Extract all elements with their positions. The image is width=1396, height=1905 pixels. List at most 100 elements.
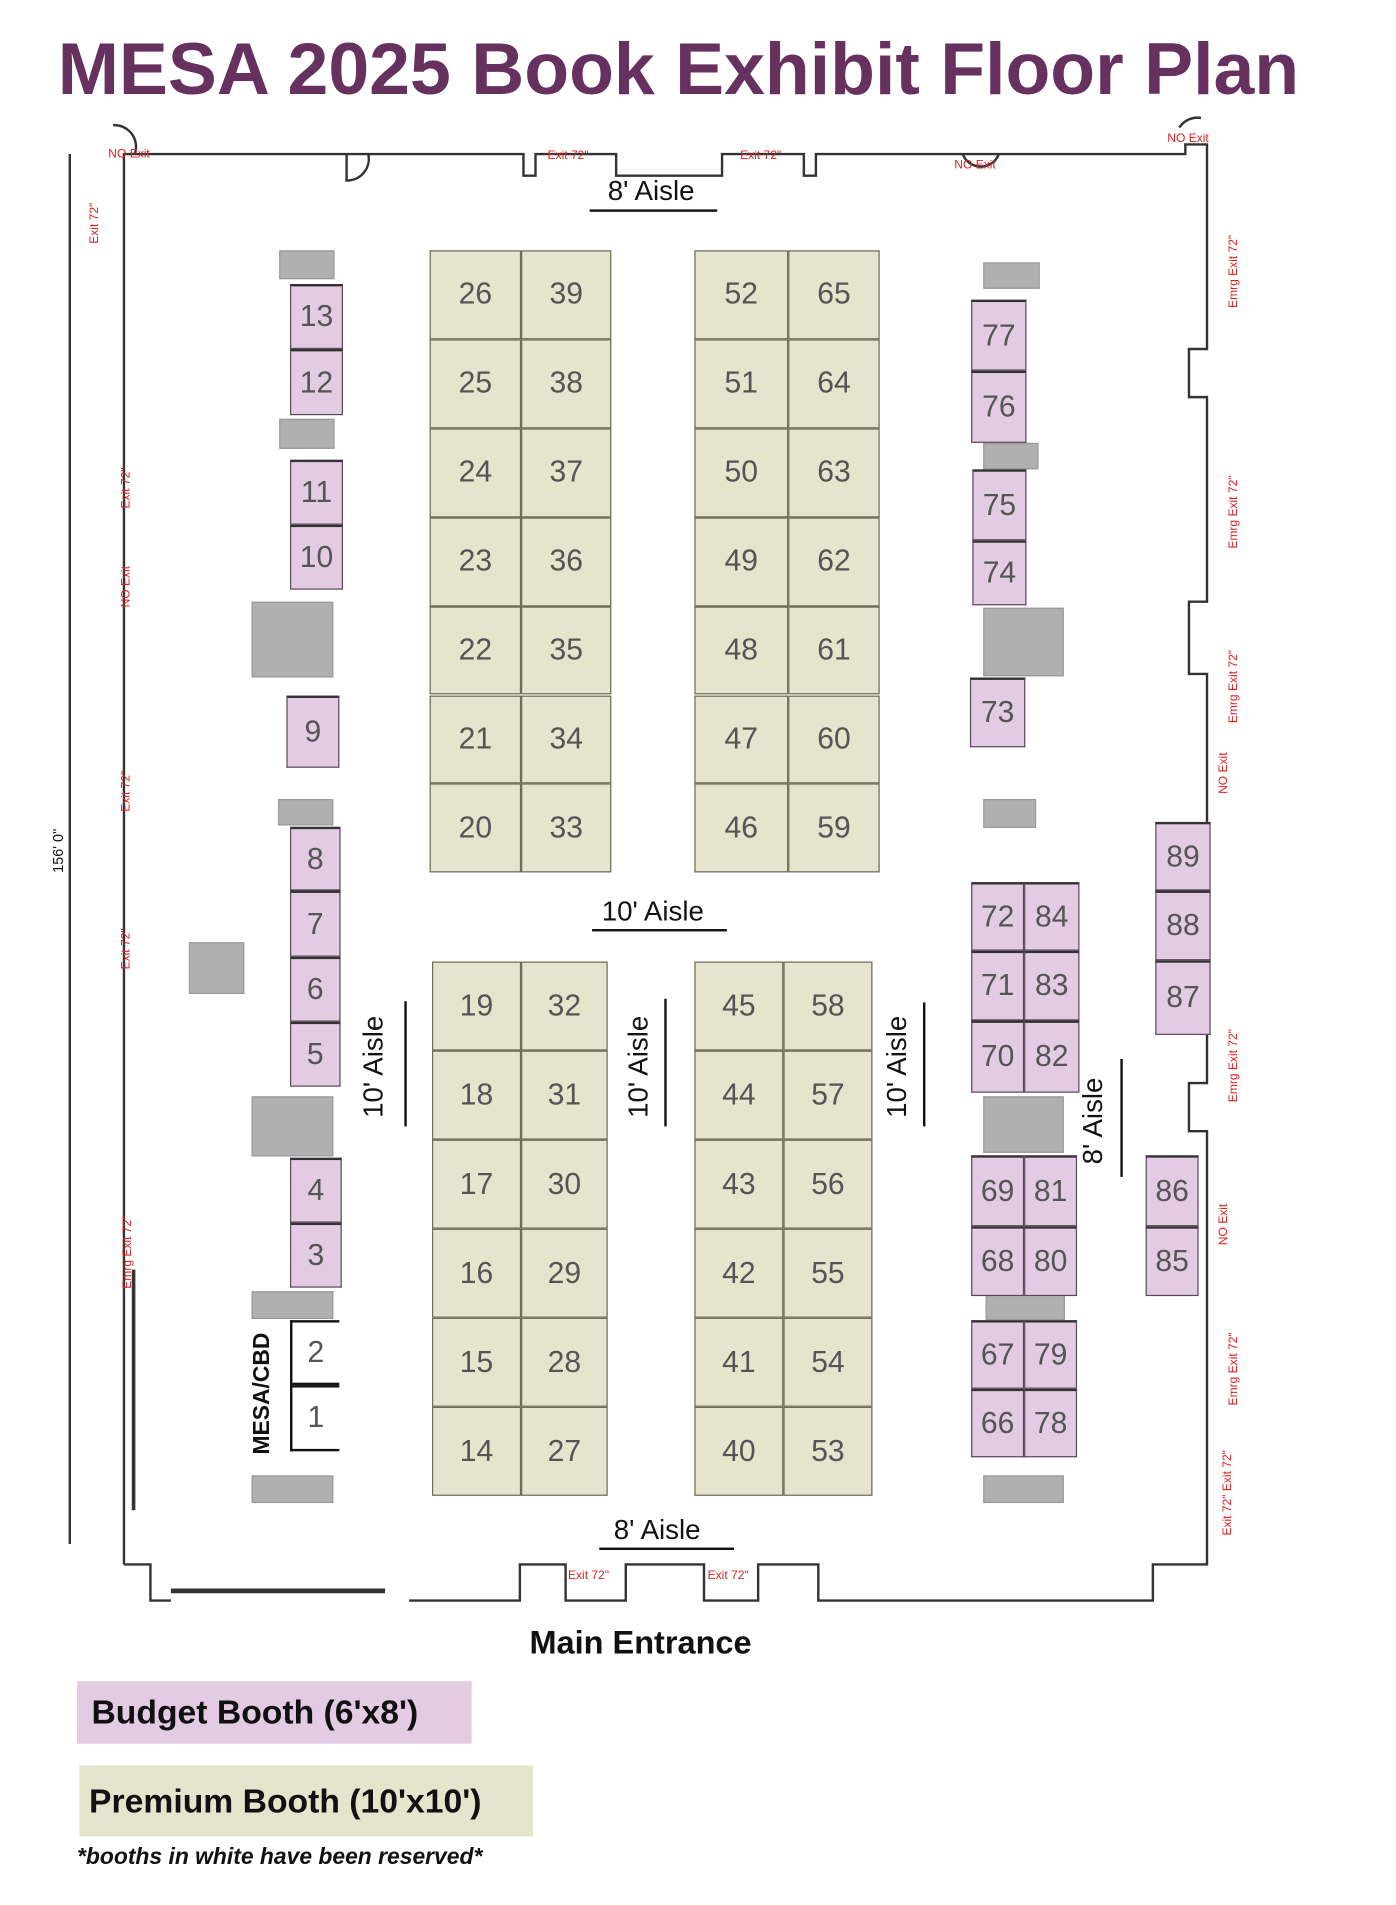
booth-11[interactable]: 11 — [290, 459, 343, 525]
booth-6[interactable]: 6 — [290, 956, 341, 1022]
booth-31[interactable]: 31 — [521, 1050, 608, 1140]
booth-47[interactable]: 47 — [694, 694, 789, 784]
booth-40[interactable]: 40 — [694, 1406, 784, 1496]
booth-44[interactable]: 44 — [694, 1050, 784, 1140]
booth-63[interactable]: 63 — [788, 428, 880, 518]
booth-54[interactable]: 54 — [783, 1317, 873, 1407]
main-entrance-label: Main Entrance — [529, 1624, 752, 1661]
aisle-middle-label: 10' Aisle — [601, 895, 704, 927]
booth-75[interactable]: 75 — [972, 469, 1027, 541]
booth-74[interactable]: 74 — [972, 540, 1027, 606]
booth-49[interactable]: 49 — [694, 517, 789, 607]
booth-76[interactable]: 76 — [971, 370, 1027, 443]
booth-66[interactable]: 66 — [971, 1388, 1025, 1458]
booth-48[interactable]: 48 — [694, 606, 789, 695]
booth-43[interactable]: 43 — [694, 1139, 784, 1229]
booth-70[interactable]: 70 — [971, 1020, 1025, 1093]
booth-41[interactable]: 41 — [694, 1317, 784, 1407]
booth-79[interactable]: 79 — [1024, 1320, 1078, 1389]
booth-64[interactable]: 64 — [788, 339, 880, 429]
booth-86[interactable]: 86 — [1145, 1155, 1199, 1227]
booth-60[interactable]: 60 — [788, 694, 880, 784]
exit-door-label: NO Exit — [108, 148, 150, 162]
booth-5[interactable]: 5 — [290, 1021, 341, 1087]
booth-73[interactable]: 73 — [969, 677, 1026, 748]
booth-77[interactable]: 77 — [971, 299, 1027, 371]
booth-42[interactable]: 42 — [694, 1228, 784, 1318]
booth-13[interactable]: 13 — [290, 284, 343, 349]
booth-1[interactable]: 1 — [290, 1385, 340, 1452]
booth-34[interactable]: 34 — [521, 694, 612, 784]
exit-door-label: Emrg Exit 72" — [121, 1215, 135, 1289]
booth-15[interactable]: 15 — [432, 1317, 522, 1407]
booth-65[interactable]: 65 — [788, 250, 880, 340]
booth-81[interactable]: 81 — [1024, 1155, 1078, 1227]
booth-25[interactable]: 25 — [429, 339, 522, 429]
booth-61[interactable]: 61 — [788, 606, 880, 695]
booth-82[interactable]: 82 — [1024, 1020, 1080, 1093]
booth-33[interactable]: 33 — [521, 783, 612, 873]
booth-21[interactable]: 21 — [429, 694, 522, 784]
booth-46[interactable]: 46 — [694, 783, 789, 873]
booth-84[interactable]: 84 — [1024, 882, 1080, 951]
booth-85[interactable]: 85 — [1145, 1226, 1199, 1297]
booth-19[interactable]: 19 — [432, 961, 522, 1051]
booth-35[interactable]: 35 — [521, 606, 612, 695]
booth-18[interactable]: 18 — [432, 1050, 522, 1140]
booth-58[interactable]: 58 — [783, 961, 873, 1051]
booth-29[interactable]: 29 — [521, 1228, 608, 1318]
booth-50[interactable]: 50 — [694, 428, 789, 518]
booth-88[interactable]: 88 — [1155, 890, 1211, 961]
booth-23[interactable]: 23 — [429, 517, 522, 607]
booth-36[interactable]: 36 — [521, 517, 612, 607]
booth-55[interactable]: 55 — [783, 1228, 873, 1318]
storage-block — [251, 1096, 334, 1157]
booth-16[interactable]: 16 — [432, 1228, 522, 1318]
booth-7[interactable]: 7 — [290, 890, 341, 957]
booth-87[interactable]: 87 — [1155, 960, 1211, 1035]
booth-83[interactable]: 83 — [1024, 950, 1080, 1021]
booth-28[interactable]: 28 — [521, 1317, 608, 1407]
booth-59[interactable]: 59 — [788, 783, 880, 873]
storage-block — [279, 418, 335, 449]
storage-block — [279, 250, 335, 280]
booth-32[interactable]: 32 — [521, 961, 608, 1051]
booth-53[interactable]: 53 — [783, 1406, 873, 1496]
booth-8[interactable]: 8 — [290, 826, 341, 891]
booth-57[interactable]: 57 — [783, 1050, 873, 1140]
booth-2[interactable]: 2 — [290, 1320, 340, 1386]
booth-69[interactable]: 69 — [971, 1155, 1025, 1227]
storage-block — [251, 601, 334, 678]
booth-38[interactable]: 38 — [521, 339, 612, 429]
booth-17[interactable]: 17 — [432, 1139, 522, 1229]
booth-71[interactable]: 71 — [971, 950, 1025, 1021]
storage-block — [188, 942, 245, 995]
booth-67[interactable]: 67 — [971, 1320, 1025, 1389]
booth-51[interactable]: 51 — [694, 339, 789, 429]
aisle-vertical-left-label: 10' Aisle — [357, 1015, 389, 1118]
booth-62[interactable]: 62 — [788, 517, 880, 607]
booth-30[interactable]: 30 — [521, 1139, 608, 1229]
booth-37[interactable]: 37 — [521, 428, 612, 518]
booth-27[interactable]: 27 — [521, 1406, 608, 1496]
booth-24[interactable]: 24 — [429, 428, 522, 518]
booth-10[interactable]: 10 — [290, 524, 343, 590]
booth-4[interactable]: 4 — [290, 1157, 342, 1223]
booth-22[interactable]: 22 — [429, 606, 522, 695]
booth-72[interactable]: 72 — [971, 882, 1025, 951]
booth-14[interactable]: 14 — [432, 1406, 522, 1496]
booth-68[interactable]: 68 — [971, 1226, 1025, 1297]
booth-89[interactable]: 89 — [1155, 821, 1211, 891]
booth-26[interactable]: 26 — [429, 250, 522, 340]
booth-9[interactable]: 9 — [286, 695, 340, 768]
booth-80[interactable]: 80 — [1024, 1226, 1078, 1297]
booth-52[interactable]: 52 — [694, 250, 789, 340]
booth-45[interactable]: 45 — [694, 961, 784, 1051]
booth-3[interactable]: 3 — [290, 1222, 342, 1288]
booth-20[interactable]: 20 — [429, 783, 522, 873]
booth-78[interactable]: 78 — [1024, 1388, 1078, 1458]
booth-39[interactable]: 39 — [521, 250, 612, 340]
exit-door-label: NO Exit — [1217, 752, 1231, 794]
booth-56[interactable]: 56 — [783, 1139, 873, 1229]
booth-12[interactable]: 12 — [290, 348, 343, 416]
